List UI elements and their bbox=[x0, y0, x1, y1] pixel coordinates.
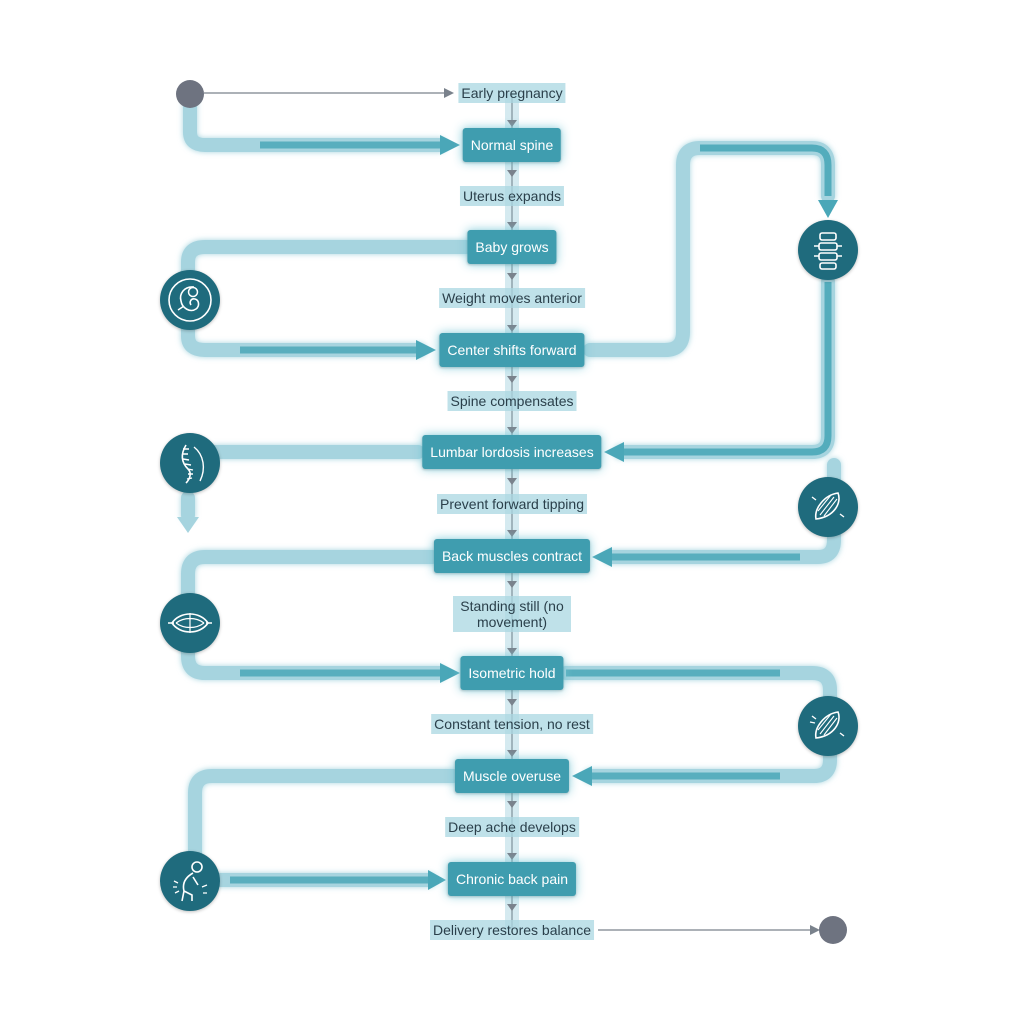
arrowhead bbox=[572, 766, 592, 786]
node-baby-grows[interactable]: Baby grows bbox=[467, 230, 557, 264]
step-prevent-forward-tipping: Prevent forward tipping bbox=[437, 494, 587, 514]
back-pain-icon bbox=[160, 851, 220, 911]
arrowhead bbox=[440, 663, 460, 683]
isometric-muscle-icon bbox=[160, 593, 220, 653]
arrowhead bbox=[507, 376, 517, 383]
step-delivery-restores-balance: Delivery restores balance bbox=[430, 920, 594, 940]
muscle-icon bbox=[798, 696, 858, 756]
arrowhead bbox=[507, 222, 517, 229]
band-overuse-to-pain bbox=[188, 769, 460, 887]
arrowhead bbox=[507, 427, 517, 434]
band-start-to-normal-spine bbox=[183, 93, 447, 152]
arrowhead bbox=[507, 325, 517, 332]
arrowhead bbox=[604, 442, 624, 462]
step-early-pregnancy: Early pregnancy bbox=[458, 83, 566, 103]
band-center-to-vertebrae bbox=[583, 141, 835, 357]
node-back-muscles-contract[interactable]: Back muscles contract bbox=[433, 539, 591, 573]
band-baby-to-center bbox=[181, 240, 473, 357]
arrowhead bbox=[177, 517, 199, 533]
flow-band-accents bbox=[230, 141, 832, 884]
step-standing-still: Standing still (no movement) bbox=[453, 596, 571, 632]
step-uterus-expands: Uterus expands bbox=[459, 186, 565, 206]
arrowhead bbox=[440, 135, 460, 155]
step-constant-tension: Constant tension, no rest bbox=[431, 714, 593, 734]
arrowhead bbox=[507, 120, 517, 127]
arrowhead bbox=[507, 581, 517, 588]
arrowhead bbox=[507, 170, 517, 177]
fetus-icon bbox=[160, 270, 220, 330]
band-back-to-isometric bbox=[181, 550, 447, 680]
arrowhead bbox=[428, 870, 446, 890]
band-vertebrae-to-lordosis bbox=[613, 275, 835, 459]
step-spine-compensates: Spine compensates bbox=[447, 391, 577, 411]
node-chronic-back-pain[interactable]: Chronic back pain bbox=[447, 862, 577, 896]
step-arrowheads bbox=[507, 120, 517, 911]
band-right-muscle-1 bbox=[603, 458, 841, 564]
arrowhead bbox=[507, 273, 517, 280]
arrowhead bbox=[416, 340, 436, 360]
node-lumbar-lordosis-increases[interactable]: Lumbar lordosis increases bbox=[422, 435, 602, 469]
flow-arrowheads bbox=[177, 135, 838, 890]
band-isometric-to-overuse bbox=[559, 666, 837, 783]
step-weight-moves-anterior: Weight moves anterior bbox=[439, 288, 585, 308]
node-center-shifts-forward[interactable]: Center shifts forward bbox=[439, 333, 585, 367]
arrowhead bbox=[507, 904, 517, 911]
terminal-connectors bbox=[204, 88, 820, 935]
arrowhead bbox=[507, 853, 517, 860]
arrowhead bbox=[507, 699, 517, 706]
arrowhead bbox=[507, 750, 517, 757]
arrowhead bbox=[592, 547, 612, 567]
arrowhead bbox=[818, 200, 838, 218]
node-normal-spine[interactable]: Normal spine bbox=[462, 128, 562, 162]
vertebrae-icon bbox=[798, 220, 858, 280]
node-isometric-hold[interactable]: Isometric hold bbox=[460, 656, 564, 690]
node-muscle-overuse[interactable]: Muscle overuse bbox=[454, 759, 570, 793]
arrowhead bbox=[507, 648, 517, 655]
muscle-icon bbox=[798, 477, 858, 537]
start-terminal bbox=[176, 80, 204, 108]
arrowhead bbox=[507, 801, 517, 808]
end-terminal bbox=[819, 916, 847, 944]
arrowhead bbox=[507, 530, 517, 537]
spine-curve-icon bbox=[160, 433, 220, 493]
arrowhead bbox=[507, 478, 517, 485]
step-deep-ache-develops: Deep ache develops bbox=[445, 817, 579, 837]
